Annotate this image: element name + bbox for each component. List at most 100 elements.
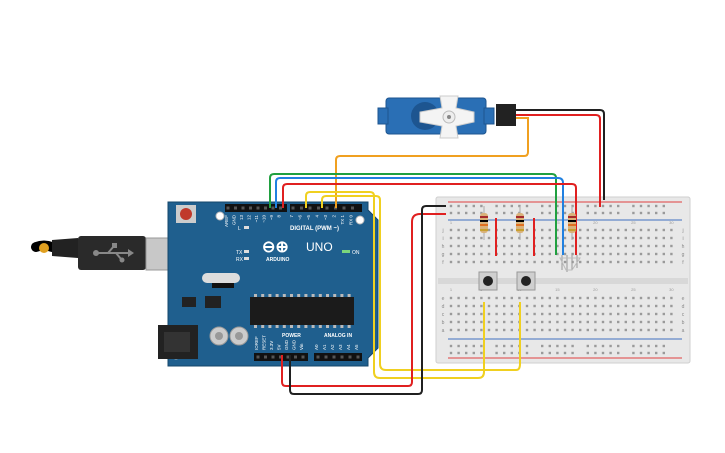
wire-green[interactable] — [269, 173, 557, 255]
terminal-hole[interactable] — [556, 304, 559, 308]
terminal-hole[interactable] — [639, 252, 643, 256]
terminal-hole[interactable] — [624, 320, 627, 324]
terminal-hole[interactable] — [662, 320, 665, 324]
terminal-hole[interactable] — [556, 320, 559, 324]
rail-hole[interactable] — [647, 204, 650, 208]
rail-hole[interactable] — [449, 344, 453, 348]
rail-hole[interactable] — [480, 351, 483, 355]
analog-pin[interactable] — [356, 355, 360, 359]
rail-hole[interactable] — [510, 211, 513, 215]
rail-hole[interactable] — [518, 204, 521, 208]
resistor-icon[interactable] — [568, 206, 576, 240]
terminal-hole[interactable] — [624, 260, 627, 264]
terminal-hole[interactable] — [495, 328, 498, 332]
rail-hole[interactable] — [503, 351, 506, 355]
rail-hole[interactable] — [480, 344, 483, 348]
terminal-hole[interactable] — [571, 304, 574, 308]
rail-hole[interactable] — [510, 351, 513, 355]
rail-hole[interactable] — [617, 344, 620, 348]
terminal-hole[interactable] — [503, 304, 506, 308]
terminal-hole[interactable] — [647, 296, 650, 300]
terminal-hole[interactable] — [594, 244, 597, 248]
rail-hole[interactable] — [594, 204, 597, 208]
rail-hole[interactable] — [480, 204, 483, 208]
terminal-hole[interactable] — [639, 328, 643, 332]
rail-hole[interactable] — [556, 211, 559, 215]
terminal-hole[interactable] — [541, 296, 544, 300]
terminal-hole[interactable] — [510, 304, 513, 308]
wire-orange[interactable] — [335, 117, 529, 208]
terminal-hole[interactable] — [518, 260, 521, 264]
terminal-hole[interactable] — [563, 244, 567, 248]
terminal-hole[interactable] — [533, 296, 536, 300]
power-pin[interactable] — [279, 355, 282, 359]
terminal-hole[interactable] — [480, 296, 483, 300]
terminal-hole[interactable] — [601, 228, 605, 232]
rail-hole[interactable] — [525, 344, 529, 348]
terminal-hole[interactable] — [503, 328, 506, 332]
terminal-hole[interactable] — [548, 228, 551, 232]
terminal-hole[interactable] — [449, 244, 453, 248]
terminal-hole[interactable] — [457, 312, 460, 316]
digital-pin-1[interactable] — [234, 206, 237, 210]
rail-hole[interactable] — [594, 344, 597, 348]
rail-hole[interactable] — [548, 204, 551, 208]
terminal-hole[interactable] — [617, 252, 620, 256]
terminal-hole[interactable] — [495, 260, 498, 264]
terminal-hole[interactable] — [586, 296, 589, 300]
terminal-hole[interactable] — [647, 260, 650, 264]
terminal-hole[interactable] — [480, 244, 483, 248]
terminal-hole[interactable] — [579, 296, 582, 300]
terminal-hole[interactable] — [449, 260, 453, 264]
rail-hole[interactable] — [541, 204, 544, 208]
terminal-hole[interactable] — [624, 296, 627, 300]
terminal-hole[interactable] — [609, 252, 612, 256]
terminal-hole[interactable] — [662, 328, 665, 332]
terminal-hole[interactable] — [541, 236, 544, 240]
rail-hole[interactable] — [457, 351, 460, 355]
rail-hole[interactable] — [632, 204, 635, 208]
terminal-hole[interactable] — [609, 304, 612, 308]
terminal-hole[interactable] — [541, 252, 544, 256]
rail-hole[interactable] — [639, 211, 643, 215]
rail-hole[interactable] — [662, 204, 665, 208]
wire-black-gnd[interactable] — [289, 205, 446, 395]
digital-pin-12[interactable] — [325, 206, 329, 210]
terminal-hole[interactable] — [548, 244, 551, 248]
terminal-hole[interactable] — [655, 296, 658, 300]
analog-pin[interactable] — [340, 355, 344, 359]
rail-hole[interactable] — [601, 351, 605, 355]
terminal-hole[interactable] — [472, 296, 475, 300]
terminal-hole[interactable] — [601, 304, 605, 308]
terminal-hole[interactable] — [617, 244, 620, 248]
terminal-hole[interactable] — [632, 236, 635, 240]
terminal-hole[interactable] — [487, 260, 491, 264]
terminal-hole[interactable] — [586, 312, 589, 316]
terminal-hole[interactable] — [503, 236, 506, 240]
terminal-hole[interactable] — [457, 320, 460, 324]
terminal-hole[interactable] — [449, 312, 453, 316]
terminal-hole[interactable] — [457, 252, 460, 256]
terminal-hole[interactable] — [518, 244, 521, 248]
terminal-hole[interactable] — [465, 252, 468, 256]
terminal-hole[interactable] — [541, 312, 544, 316]
terminal-hole[interactable] — [639, 244, 643, 248]
rail-hole[interactable] — [586, 204, 589, 208]
terminal-hole[interactable] — [541, 244, 544, 248]
terminal-hole[interactable] — [601, 260, 605, 264]
rail-hole[interactable] — [655, 351, 658, 355]
terminal-hole[interactable] — [617, 328, 620, 332]
terminal-hole[interactable] — [563, 296, 567, 300]
rail-hole[interactable] — [525, 211, 529, 215]
digital-pin-2[interactable] — [241, 206, 245, 210]
resistor-icon[interactable] — [516, 206, 524, 240]
terminal-hole[interactable] — [472, 236, 475, 240]
terminal-hole[interactable] — [457, 260, 460, 264]
terminal-hole[interactable] — [465, 228, 468, 232]
terminal-hole[interactable] — [563, 252, 567, 256]
rail-hole[interactable] — [472, 344, 475, 348]
terminal-hole[interactable] — [647, 312, 650, 316]
terminal-hole[interactable] — [525, 244, 529, 248]
rail-hole[interactable] — [465, 344, 468, 348]
terminal-hole[interactable] — [457, 236, 460, 240]
